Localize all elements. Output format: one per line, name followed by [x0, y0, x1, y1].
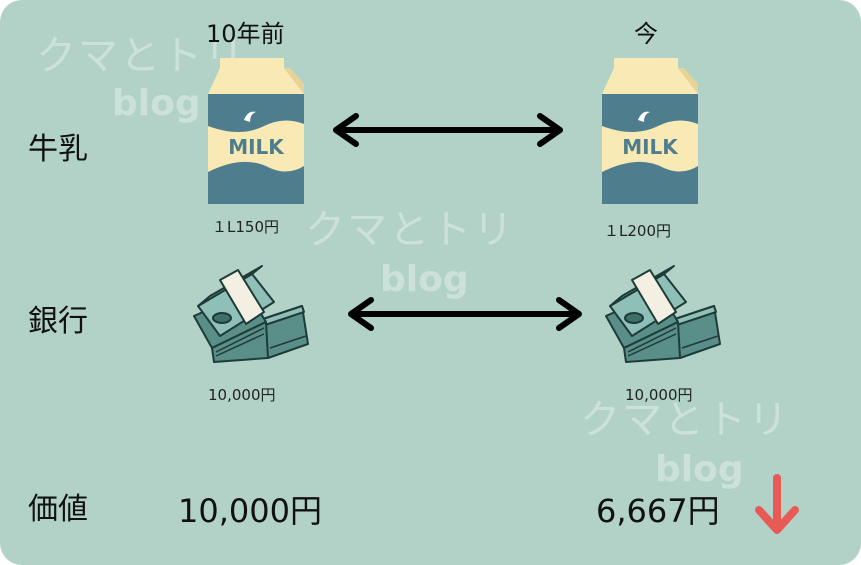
carton-label: MILK — [228, 135, 285, 159]
value-now: 6,667円 — [596, 492, 720, 530]
milk-carton-icon: MILK — [208, 58, 304, 204]
header-now: 今 — [634, 20, 658, 48]
watermark-sub: blog — [655, 449, 744, 490]
watermark-text: クマとトリ — [305, 207, 515, 253]
watermark-sub: blog — [112, 83, 201, 124]
row-label-value: 価値 — [28, 492, 88, 527]
carton-label: MILK — [622, 135, 679, 159]
milk-price-before: １L150円 — [212, 218, 279, 236]
value-before: 10,000円 — [178, 492, 322, 530]
cash-stack-icon — [605, 265, 721, 363]
watermark-sub: blog — [380, 259, 469, 300]
row-label-bank: 銀行 — [28, 304, 88, 339]
cash-stack-icon — [193, 265, 309, 363]
milk-carton-icon: MILK — [602, 58, 698, 204]
bank-amount-before: 10,000円 — [208, 386, 276, 404]
double-arrow-icon — [333, 113, 563, 147]
bank-amount-now: 10,000円 — [625, 386, 693, 404]
row-label-milk: 牛乳 — [28, 132, 88, 167]
down-arrow-icon — [755, 474, 799, 534]
double-arrow-icon — [348, 297, 582, 331]
milk-price-now: １L200円 — [604, 222, 671, 240]
watermark-text: クマとトリ — [580, 397, 790, 443]
watermark-text: クマとトリ — [36, 33, 246, 79]
header-before: 10年前 — [206, 20, 285, 48]
